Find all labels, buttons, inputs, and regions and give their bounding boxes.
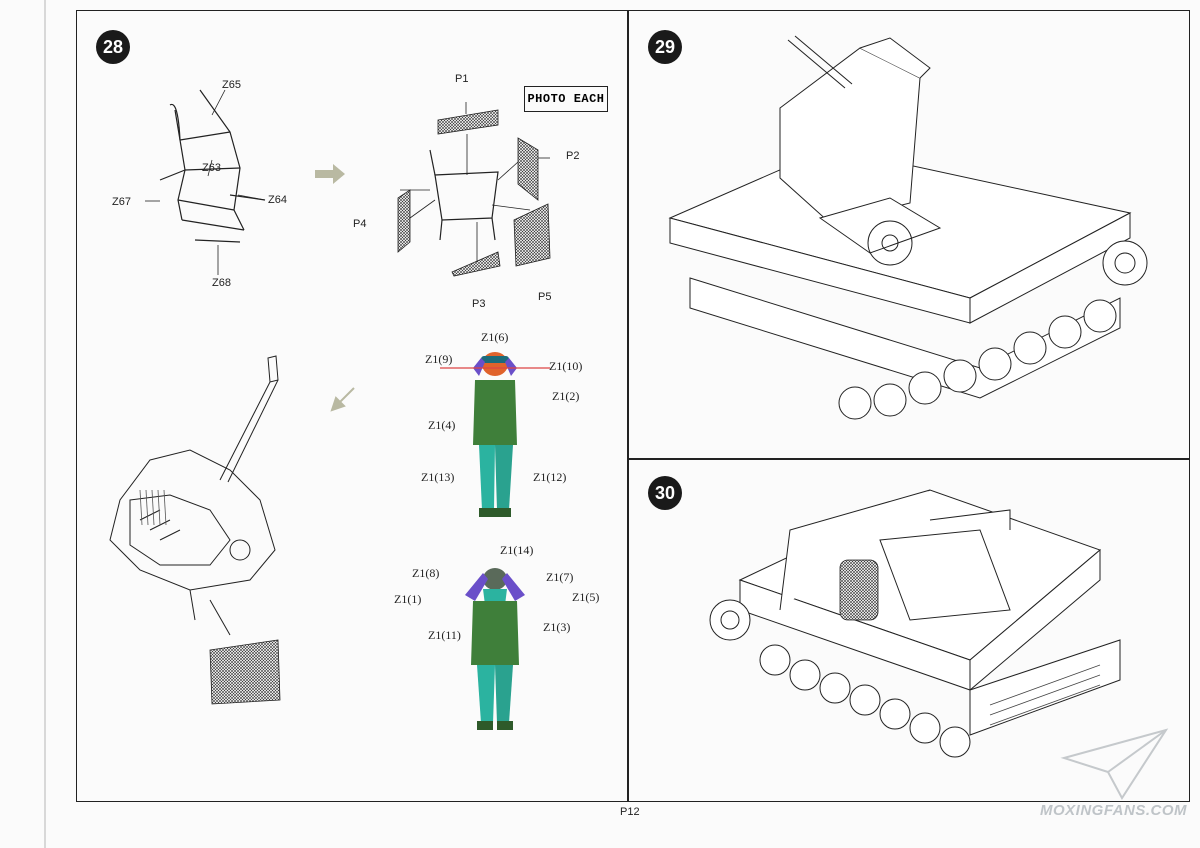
- photo-etch-diagram: [397, 102, 551, 277]
- label-z68: Z68: [212, 277, 231, 289]
- step-29-badge: 29: [648, 30, 682, 64]
- label-z1-9: Z1(9): [425, 352, 453, 366]
- paper-plane-logo-icon: [1060, 728, 1169, 800]
- label-z65: Z65: [222, 79, 241, 91]
- label-z1-14: Z1(14): [500, 543, 534, 557]
- label-z64: Z64: [268, 194, 287, 206]
- page-frame: [76, 10, 1190, 802]
- vehicle-assembly-step29: [668, 35, 1148, 420]
- label-z1-10: Z1(10): [549, 359, 583, 373]
- label-z1-12: Z1(12): [533, 470, 567, 484]
- binocular-sight-line: [440, 367, 550, 369]
- label-p4: P4: [353, 218, 367, 230]
- label-z1-7: Z1(7): [546, 570, 574, 584]
- label-z1-11: Z1(11): [428, 628, 461, 642]
- crew-figure-observer: [473, 352, 517, 517]
- step-28-badge: 28: [96, 30, 130, 64]
- photo-each-note: PHOTO EACH: [524, 86, 608, 112]
- label-p2: P2: [566, 150, 580, 162]
- step-30-badge: 30: [648, 476, 682, 510]
- page-number: P12: [620, 806, 640, 818]
- label-z1-8: Z1(8): [412, 566, 440, 580]
- vehicle-assembly-step30: [709, 489, 1121, 758]
- watermark-text: MOXINGFANS.COM: [1040, 802, 1188, 819]
- assembly-arrow-icon: [330, 387, 355, 412]
- label-p3: P3: [472, 298, 486, 310]
- label-z1-3: Z1(3): [543, 620, 571, 634]
- label-z1-13: Z1(13): [421, 470, 455, 484]
- label-z63: Z63: [202, 162, 221, 174]
- label-z1-4: Z1(4): [428, 418, 456, 432]
- crew-figure-loader: [465, 568, 525, 730]
- label-p5: P5: [538, 291, 552, 303]
- next-arrow-icon: [315, 164, 345, 184]
- binding-edge: [44, 0, 46, 848]
- label-z1-1: Z1(1): [394, 592, 422, 606]
- label-p1: P1: [455, 73, 469, 85]
- label-z1-6: Z1(6): [481, 330, 509, 344]
- panel-divider-vertical: [627, 10, 629, 802]
- panel-divider-horizontal: [627, 458, 1190, 460]
- frame-parts-diagram: [145, 89, 266, 275]
- label-z1-5: Z1(5): [572, 590, 600, 604]
- label-z67: Z67: [112, 196, 131, 208]
- flak-gun-drawing: [109, 355, 281, 705]
- label-z1-2: Z1(2): [552, 389, 580, 403]
